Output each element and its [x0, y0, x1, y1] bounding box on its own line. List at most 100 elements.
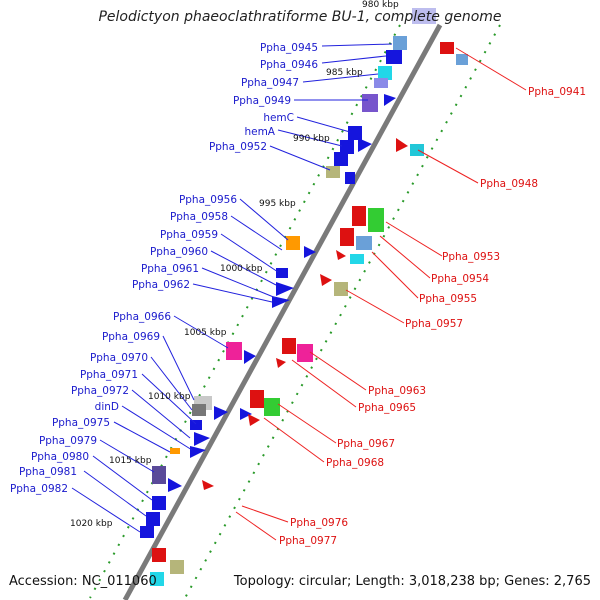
- gene-feature-arrow: [194, 432, 210, 446]
- gene-label-left: hemC: [263, 112, 294, 124]
- gene-label-right: Ppha_0976: [290, 517, 348, 529]
- gene-feature-arrow: [244, 350, 256, 364]
- gene-feature-block: [297, 344, 313, 362]
- gene-feature-block: [340, 140, 354, 154]
- gene-label-left: Ppha_0947: [241, 77, 299, 89]
- gene-label-left: Ppha_0971: [80, 369, 138, 381]
- gene-feature-block: [345, 172, 355, 184]
- gene-feature-arrow: [248, 414, 260, 426]
- gene-label-right: Ppha_0963: [368, 385, 426, 397]
- gene-feature-block: [410, 144, 424, 156]
- gene-feature-block: [152, 548, 166, 562]
- scale-label: 1010 kbp: [148, 392, 191, 402]
- gene-label-left: Ppha_0969: [102, 331, 160, 343]
- gene-feature-arrow: [202, 480, 214, 490]
- scale-label: 1005 kbp: [184, 328, 227, 338]
- gene-feature-arrow: [276, 282, 294, 296]
- gene-label-left: Ppha_0980: [31, 451, 89, 463]
- gene-feature-block: [150, 572, 164, 586]
- gene-label-left: Ppha_0949: [233, 95, 291, 107]
- gene-feature-block: [192, 404, 206, 416]
- gene-feature-arrow: [304, 246, 316, 258]
- gene-feature-block: [350, 254, 364, 264]
- gene-feature-block: [348, 126, 362, 140]
- gene-feature-block: [412, 8, 436, 24]
- gene-label-right: Ppha_0957: [405, 318, 463, 330]
- gene-label-left: dinD: [95, 401, 119, 413]
- gene-feature-block: [286, 236, 300, 250]
- scale-label: 995 kbp: [259, 199, 296, 209]
- gene-feature-arrow: [396, 138, 408, 152]
- gene-label-left: hemA: [244, 126, 275, 138]
- gene-label-right: Ppha_0953: [442, 251, 500, 263]
- gene-feature-block: [152, 496, 166, 510]
- gene-feature-block: [140, 526, 154, 538]
- topology-label: Topology: circular; Length: 3,018,238 bp…: [233, 574, 591, 589]
- gene-label-left: Ppha_0979: [39, 435, 97, 447]
- gene-feature-arrow: [358, 138, 372, 152]
- gene-label-left: Ppha_0961: [141, 263, 199, 275]
- gene-label-right: Ppha_0948: [480, 178, 538, 190]
- gene-label-left: Ppha_0966: [113, 311, 171, 323]
- gene-feature-block: [326, 166, 340, 178]
- gene-label-right: Ppha_0977: [279, 535, 337, 547]
- scale-label: 990 kbp: [293, 134, 330, 144]
- gene-feature-arrow: [168, 478, 182, 492]
- gene-feature-block: [356, 236, 372, 250]
- left-gene-labels: Ppha_0945 Ppha_0946 Ppha_0947 Ppha_0949 …: [10, 42, 318, 495]
- scale-label: 1000 kbp: [220, 264, 263, 274]
- gene-feature-block: [276, 268, 288, 278]
- gene-label-left: Ppha_0945: [260, 42, 318, 54]
- gene-feature-block: [386, 50, 402, 64]
- gene-feature-block: [334, 282, 348, 296]
- gene-label-left: Ppha_0946: [260, 59, 318, 71]
- gene-feature-block: [378, 66, 392, 80]
- gene-features: [140, 8, 468, 586]
- scale-label: 980 kbp: [362, 0, 399, 10]
- scale-label: 1020 kbp: [70, 519, 113, 529]
- gene-feature-block: [440, 42, 454, 54]
- gene-label-right: Ppha_0954: [431, 273, 489, 285]
- accession-label: Accession: NC_011060: [9, 574, 157, 589]
- gene-label-right: Ppha_0967: [337, 438, 395, 450]
- page-title: Pelodictyon phaeoclathratiforme BU-1, co…: [98, 9, 502, 25]
- gene-feature-block: [362, 94, 378, 112]
- gene-label-left: Ppha_0982: [10, 483, 68, 495]
- gene-feature-block: [368, 208, 384, 232]
- gene-label-left: Ppha_0962: [132, 279, 190, 291]
- gene-label-left: Ppha_0960: [150, 246, 208, 258]
- gene-feature-block: [393, 36, 407, 50]
- gene-label-left: Ppha_0958: [170, 211, 228, 223]
- gene-label-right: Ppha_0968: [326, 457, 384, 469]
- gene-feature-arrow: [190, 446, 206, 458]
- gene-feature-block: [374, 78, 388, 88]
- gene-feature-block: [340, 228, 354, 246]
- gene-label-right: Ppha_0965: [358, 402, 416, 414]
- gene-label-left: Ppha_0972: [71, 385, 129, 397]
- gene-label-left: Ppha_0975: [52, 417, 110, 429]
- left-label-connectors: [71, 43, 393, 533]
- genome-backbone: [122, 23, 443, 600]
- gene-feature-arrow: [384, 94, 396, 106]
- gene-feature-block: [352, 206, 366, 226]
- right-label-connectors: [235, 47, 527, 541]
- gene-feature-block: [334, 152, 348, 166]
- scale-label: 985 kbp: [326, 68, 363, 78]
- gene-label-right: Ppha_0941: [528, 86, 586, 98]
- gene-feature-arrow: [320, 274, 332, 286]
- gene-feature-block: [264, 398, 280, 416]
- gene-label-left: Ppha_0952: [209, 141, 267, 153]
- gene-feature-arrow: [276, 358, 286, 368]
- scale-label: 1015 kbp: [109, 456, 152, 466]
- gene-label-right: Ppha_0955: [419, 293, 477, 305]
- gene-feature-block: [226, 342, 242, 360]
- gene-label-left: Ppha_0956: [179, 194, 237, 206]
- gene-feature-block: [282, 338, 296, 354]
- gene-label-left: Ppha_0970: [90, 352, 148, 364]
- gene-feature-block: [170, 560, 184, 574]
- right-gene-labels: Ppha_0941 Ppha_0948 Ppha_0953 Ppha_0954 …: [279, 86, 586, 547]
- gene-feature-arrow: [336, 250, 346, 260]
- gene-feature-block: [456, 54, 468, 65]
- gene-feature-block: [250, 390, 264, 408]
